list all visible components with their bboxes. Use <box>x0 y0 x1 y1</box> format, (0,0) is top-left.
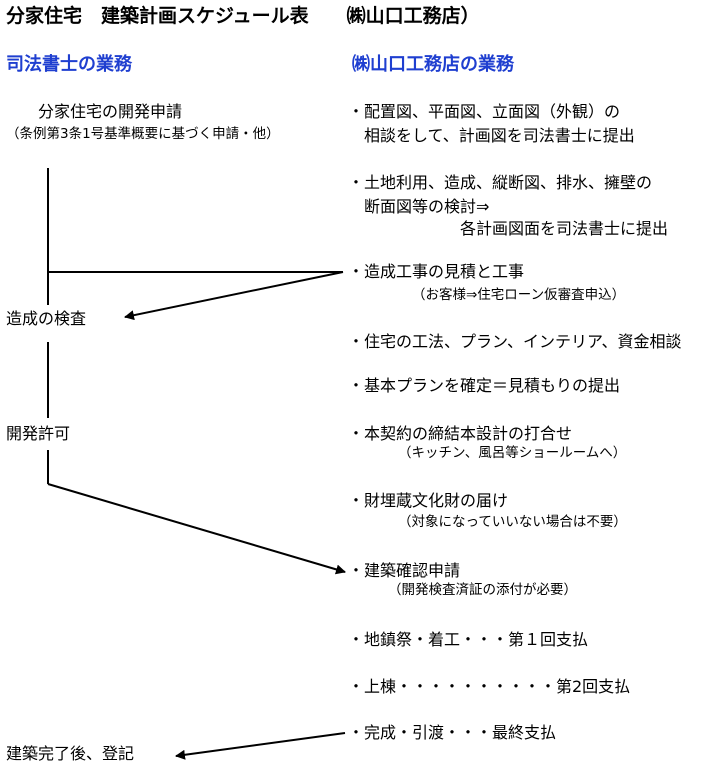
task-6-note: （キッチン、風呂等ショールームへ） <box>398 445 627 461</box>
flow-arrow-to-registration <box>175 732 346 760</box>
page-title: 分家住宅 建築計画スケジュール表 ㈱山口工務店） <box>6 5 480 27</box>
bullet-mark: ・ <box>348 173 365 192</box>
task-3-line1: 造成工事の見積と工事 <box>364 262 525 281</box>
flow-arrow-to-building-confirmation <box>47 483 346 575</box>
bullet-mark: ・ <box>348 332 365 351</box>
task-5-line1: 基本プランを確定＝見積もりの提出 <box>364 376 621 395</box>
bullet-mark: ・ <box>348 424 365 443</box>
task-7-line1: 財埋蔵文化財の届け <box>364 491 509 510</box>
task-8-line1: 建築確認申請 <box>364 561 461 580</box>
task-1-line1: 配置図、平面図、立面図（外観）の <box>364 102 621 121</box>
bullet-mark: ・ <box>348 376 365 395</box>
development-permit-text: 開発許可 <box>6 424 71 443</box>
judicial-scrivener-header: 司法書士の業務 <box>6 54 132 75</box>
task-2-line1: 土地利用、造成、縦断図、排水、擁壁の <box>364 173 653 192</box>
task-6-line1: 本契約の締結本設計の打合せ <box>364 424 573 443</box>
flow-arrow-to-grading-inspection <box>124 271 344 321</box>
task-9-line1: 地鎮祭・着工・・・第１回支払 <box>364 630 589 649</box>
grading-inspection-text: 造成の検査 <box>6 309 87 328</box>
yamaguchi-builder-header: ㈱山口工務店の業務 <box>352 54 514 75</box>
bullet-mark: ・ <box>348 102 365 121</box>
task-4-line1: 住宅の工法、プラン、インテリア、資金相談 <box>364 332 682 351</box>
task-11-line1: 完成・引渡・・・最終支払 <box>364 723 557 742</box>
bullet-mark: ・ <box>348 677 365 696</box>
development-application-note: （条例第3条1号基準概要に基づく申請・他） <box>6 126 280 142</box>
task-8-note: （開発検査済証の添付が必要） <box>388 582 577 598</box>
bullet-mark: ・ <box>348 262 365 281</box>
task-2-line3: 各計画図面を司法書士に提出 <box>460 219 669 238</box>
task-7-note: （対象になっていいない場合は不要） <box>398 514 627 530</box>
bullet-mark: ・ <box>348 561 365 580</box>
completion-registration-text: 建築完了後、登記 <box>6 744 135 763</box>
bullet-mark: ・ <box>348 723 365 742</box>
development-application-text: 分家住宅の開発申請 <box>38 102 183 121</box>
bullet-mark: ・ <box>348 630 365 649</box>
bullet-mark: ・ <box>348 491 365 510</box>
task-3-note: （お客様⇒住宅ローン仮審査申込） <box>412 287 626 303</box>
task-2-line2: 断面図等の検討⇒ <box>364 197 490 216</box>
task-10-line1: 上棟・・・・・・・・・・第2回支払 <box>364 677 631 696</box>
task-1-line2: 相談をして、計画図を司法書士に提出 <box>364 126 635 145</box>
